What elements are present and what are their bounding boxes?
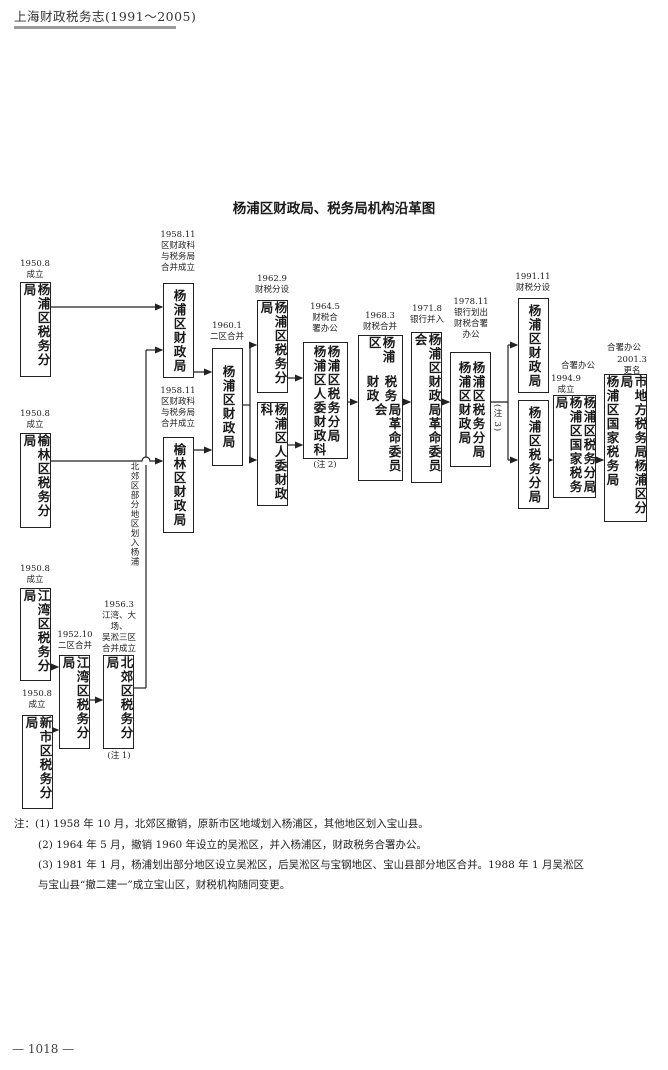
beijiao-tax-branch: 北郊区税务分局	[103, 655, 134, 749]
header-rule	[14, 26, 176, 29]
note-ref-2: (注 2)	[313, 460, 337, 470]
yangpu-local-national-tax-2001: 市地方税务局杨浦区分局 杨浦区国家税务局	[604, 374, 648, 522]
b16-label: 1991.11 财税分设	[515, 272, 551, 293]
yangpu-finance-bureau-1991: 杨浦区财政局	[518, 298, 549, 393]
b3-label: 1950.8 成立	[20, 564, 50, 585]
note-ref-3: (注 3)	[491, 404, 503, 433]
yangpu-tax-branch-1962: 杨浦区税务分局	[257, 300, 288, 393]
yangpu-tax-branch-1991: 杨浦区税务分局	[518, 400, 549, 509]
running-header: 上海财政税务志(1991～2005)	[14, 9, 197, 24]
yangpu-tax-finance-joint-1964: 杨浦区税务分局 杨浦区人委财政科	[303, 342, 348, 459]
yangpu-tax-branch-1950: 杨浦区税务分局	[20, 282, 51, 377]
b12-label: 1964.5 财税合 署办公	[310, 302, 340, 334]
b13-label: 1968.3 财税合并	[362, 311, 397, 332]
diagram-title: 杨浦区财政局、税务局机构沿革图	[232, 201, 436, 217]
b7-label: 1958.11 区财政科 与税务局 合并成立	[160, 230, 196, 273]
b13-top: 杨浦区	[366, 336, 396, 364]
b13-middle: 财政 税务	[364, 374, 398, 403]
yangpu-finance-tax-revolutionary-committee: 杨浦区 财政 税务 局革命委员会	[358, 335, 403, 481]
b19-label-date: 2001.3 更名	[617, 355, 647, 376]
b18-label-joint: 合署办公	[560, 361, 595, 371]
b15-label: 1978.11 银行划出 财税合署 办公	[453, 297, 489, 340]
b13-right: 税务	[382, 374, 398, 403]
yangpu-finance-revolutionary-committee: 杨浦区财政局革命委员会	[411, 332, 442, 483]
note-ref-1: (注 1)	[107, 751, 131, 761]
b14-label: 1971.8 银行并入	[409, 304, 444, 325]
b19-label-joint: 合署办公	[606, 343, 641, 353]
yulin-tax-branch: 榆林区税务分局	[20, 433, 51, 528]
b4-label: 1950.8 成立	[22, 689, 52, 710]
b10-label: 1962.9 财税分设	[254, 274, 289, 295]
b18-label-date: 1994.9 成立	[551, 374, 581, 395]
yangpu-finance-bureau-1958: 杨浦区财政局	[163, 283, 194, 378]
yulin-finance-bureau: 榆林区财政局	[163, 437, 194, 533]
b6-label: 1956.3 江湾、大场、 吴淞三区 合并成立	[101, 600, 136, 654]
note-3-cont: 与宝山县“撤二建一”成立宝山区，财税机构随同变更。	[38, 879, 291, 891]
jiangwan-tax-branch-1952: 江湾区税务分局	[59, 655, 90, 749]
note-2: (2) 1964 年 5 月，撤销 1960 年设立的吴淞区，并入杨浦区，财政税…	[38, 839, 428, 851]
note-3: (3) 1981 年 1 月，杨浦划出部分地区设立吴淞区，后吴淞区与宝钢地区、宝…	[38, 859, 585, 871]
transfer-note: 北郊区部分地区划入杨浦	[128, 462, 140, 567]
b9-label: 1960.1 二区合并	[209, 321, 244, 342]
b2-label: 1950.8 成立	[20, 409, 50, 430]
xinshi-tax-branch: 新市区税务分局	[22, 715, 53, 809]
b8-label: 1958.11 区财政科 与税务局 合并成立	[160, 386, 196, 429]
yangpu-council-finance-section: 杨浦区人委财政科	[257, 402, 288, 506]
yangpu-tax-finance-joint-1978: 杨浦区税务分局 杨浦区财政局	[450, 352, 491, 467]
yangpu-finance-bureau-1960: 杨浦区财政局	[212, 348, 243, 466]
b5-label: 1952.10 二区合并	[57, 630, 93, 651]
b1-label: 1950.8 成立	[20, 259, 50, 280]
jiangwan-tax-branch-1950: 江湾区税务分局	[20, 588, 51, 681]
yangpu-national-tax-bureau-1994: 杨浦区税务分局 杨浦区国家税务局	[553, 395, 597, 498]
b13-bottom: 局革命委员会	[372, 402, 402, 473]
b13-left: 财政	[364, 374, 380, 403]
note-1: 注：(1) 1958 年 10 月，北郊区撤销，原新市区地域划入杨浦区，其他地区…	[14, 818, 429, 830]
page-number: — 1018 —	[12, 1042, 75, 1056]
